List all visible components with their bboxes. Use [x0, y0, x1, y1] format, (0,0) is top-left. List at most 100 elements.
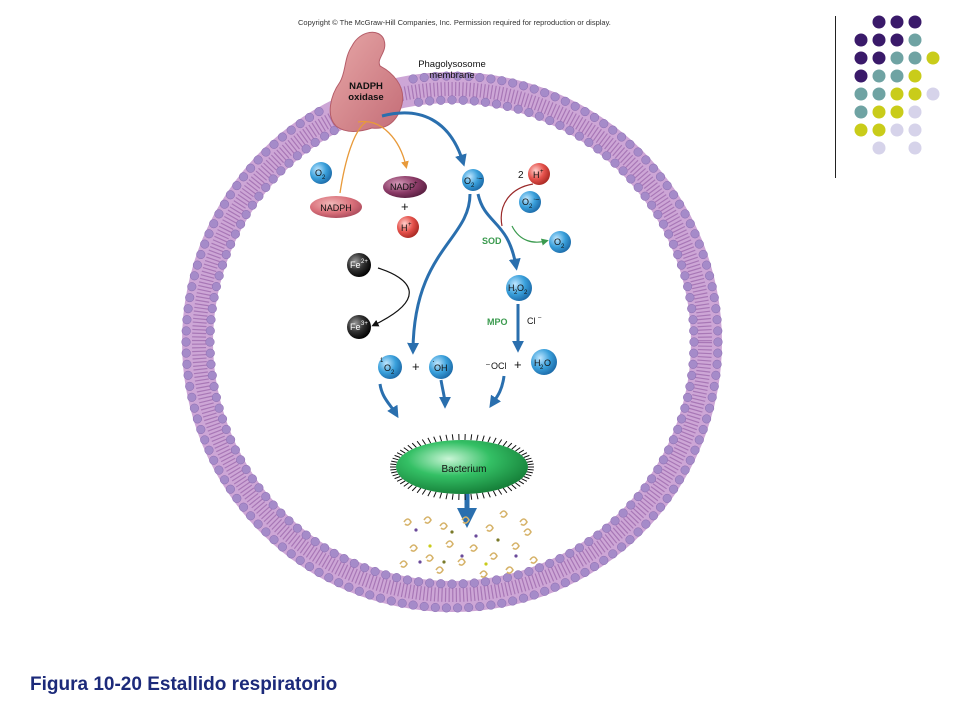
- lipid-head: [276, 508, 286, 518]
- cilium: [470, 493, 473, 500]
- chloride-ion: Cl –: [527, 315, 542, 326]
- lipid-head: [447, 579, 457, 589]
- lipid-head: [589, 112, 600, 122]
- svg-text:NADP: NADP: [390, 182, 415, 192]
- debris-fragment: [457, 558, 466, 566]
- lipid-head: [555, 554, 565, 564]
- lipid-head: [204, 445, 214, 455]
- nadph-oxidase-label-1: NADPH: [349, 81, 383, 92]
- lipid-head: [683, 282, 693, 292]
- lipid-head: [205, 326, 215, 336]
- lipid-head: [555, 120, 565, 130]
- corner-dot: [908, 87, 922, 101]
- lipid-head: [480, 97, 490, 107]
- lipid-head: [648, 163, 658, 173]
- cilium: [411, 442, 417, 448]
- svg-text:2: 2: [514, 290, 518, 296]
- bacterium-cell: Bacterium: [390, 433, 534, 501]
- cilium: [396, 478, 403, 482]
- superoxide-molecule: O 2 ·–: [462, 169, 484, 191]
- corner-dot: [872, 33, 886, 47]
- cilium: [427, 437, 432, 444]
- corner-dot: [872, 141, 886, 155]
- lipid-head: [206, 315, 216, 325]
- lipid-head: [687, 370, 697, 380]
- figure-caption: Figura 10-20 Estallido respiratorio: [30, 674, 338, 695]
- lipid-head: [295, 119, 305, 129]
- lipid-head: [683, 392, 693, 402]
- svg-text:O: O: [517, 283, 524, 293]
- lipid-head: [540, 88, 550, 98]
- cilium: [497, 489, 503, 495]
- lipid-head: [534, 563, 544, 573]
- lipid-head: [310, 537, 320, 547]
- singlet-oxygen-molecule: 1 O 2: [378, 355, 402, 379]
- corner-dot: [908, 33, 922, 47]
- lipid-head: [196, 424, 206, 435]
- lipid-head: [192, 260, 202, 270]
- lipid-head: [640, 483, 650, 493]
- lipid-head: [381, 570, 391, 580]
- lipid-head: [690, 229, 700, 239]
- lipid-head: [626, 174, 636, 184]
- cilium: [439, 492, 443, 499]
- lipid-head: [680, 209, 690, 219]
- debris-fragment: [511, 542, 520, 550]
- svg-text:O: O: [554, 237, 561, 247]
- lipid-head: [209, 381, 219, 392]
- lipid-head: [464, 71, 474, 82]
- lipid-head: [206, 359, 216, 369]
- svg-text:OH: OH: [434, 363, 448, 373]
- lipid-head: [425, 96, 435, 106]
- debris-speck: [414, 528, 418, 532]
- lipid-head: [268, 174, 278, 184]
- lipid-head: [204, 229, 214, 239]
- hydroxyl-radical: · OH: [429, 355, 453, 379]
- corner-dot: [908, 15, 922, 29]
- lipid-head: [185, 381, 195, 391]
- lipid-head: [497, 598, 507, 608]
- cilium: [392, 457, 399, 461]
- lipid-head: [560, 96, 570, 106]
- lipid-head: [712, 315, 722, 325]
- cilium: [407, 484, 413, 490]
- lipid-head: [226, 435, 236, 445]
- debris-speck: [474, 534, 478, 538]
- cilium: [416, 487, 422, 494]
- lipid-head: [214, 209, 224, 219]
- svg-text:O: O: [384, 363, 391, 373]
- corner-dot: [872, 87, 886, 101]
- cilium: [445, 434, 448, 441]
- lipid-head: [236, 455, 246, 465]
- lipid-head: [529, 590, 539, 600]
- lipid-head: [625, 139, 635, 149]
- cilium: [390, 463, 397, 466]
- lipid-head: [276, 166, 286, 176]
- lipid-head: [214, 403, 224, 413]
- lipid-head: [458, 95, 468, 105]
- lipid-head: [209, 455, 219, 465]
- svg-text:Fe: Fe: [350, 260, 361, 270]
- lipid-head: [711, 370, 721, 380]
- lipid-head: [269, 139, 279, 149]
- cilium: [502, 487, 508, 494]
- lipid-head: [570, 573, 580, 583]
- svg-text:1: 1: [380, 358, 384, 364]
- corner-dot: [908, 51, 922, 65]
- debris-fragment: [435, 566, 444, 574]
- lipid-head: [698, 424, 708, 435]
- lipid-head: [674, 475, 685, 485]
- svg-text:2: 2: [529, 204, 533, 210]
- lipid-head: [580, 107, 590, 117]
- lipid-head: [545, 116, 555, 126]
- svg-text:–: –: [538, 315, 542, 321]
- lipid-head: [702, 260, 712, 270]
- cilium: [515, 482, 521, 487]
- lipid-head: [425, 578, 435, 588]
- lipid-head: [182, 315, 192, 325]
- lipid-head: [712, 359, 722, 369]
- lipid-head: [334, 578, 344, 588]
- debris-fragment: [469, 544, 478, 552]
- lipid-head: [610, 158, 620, 168]
- fe3-ion: Fe 3+: [347, 315, 371, 339]
